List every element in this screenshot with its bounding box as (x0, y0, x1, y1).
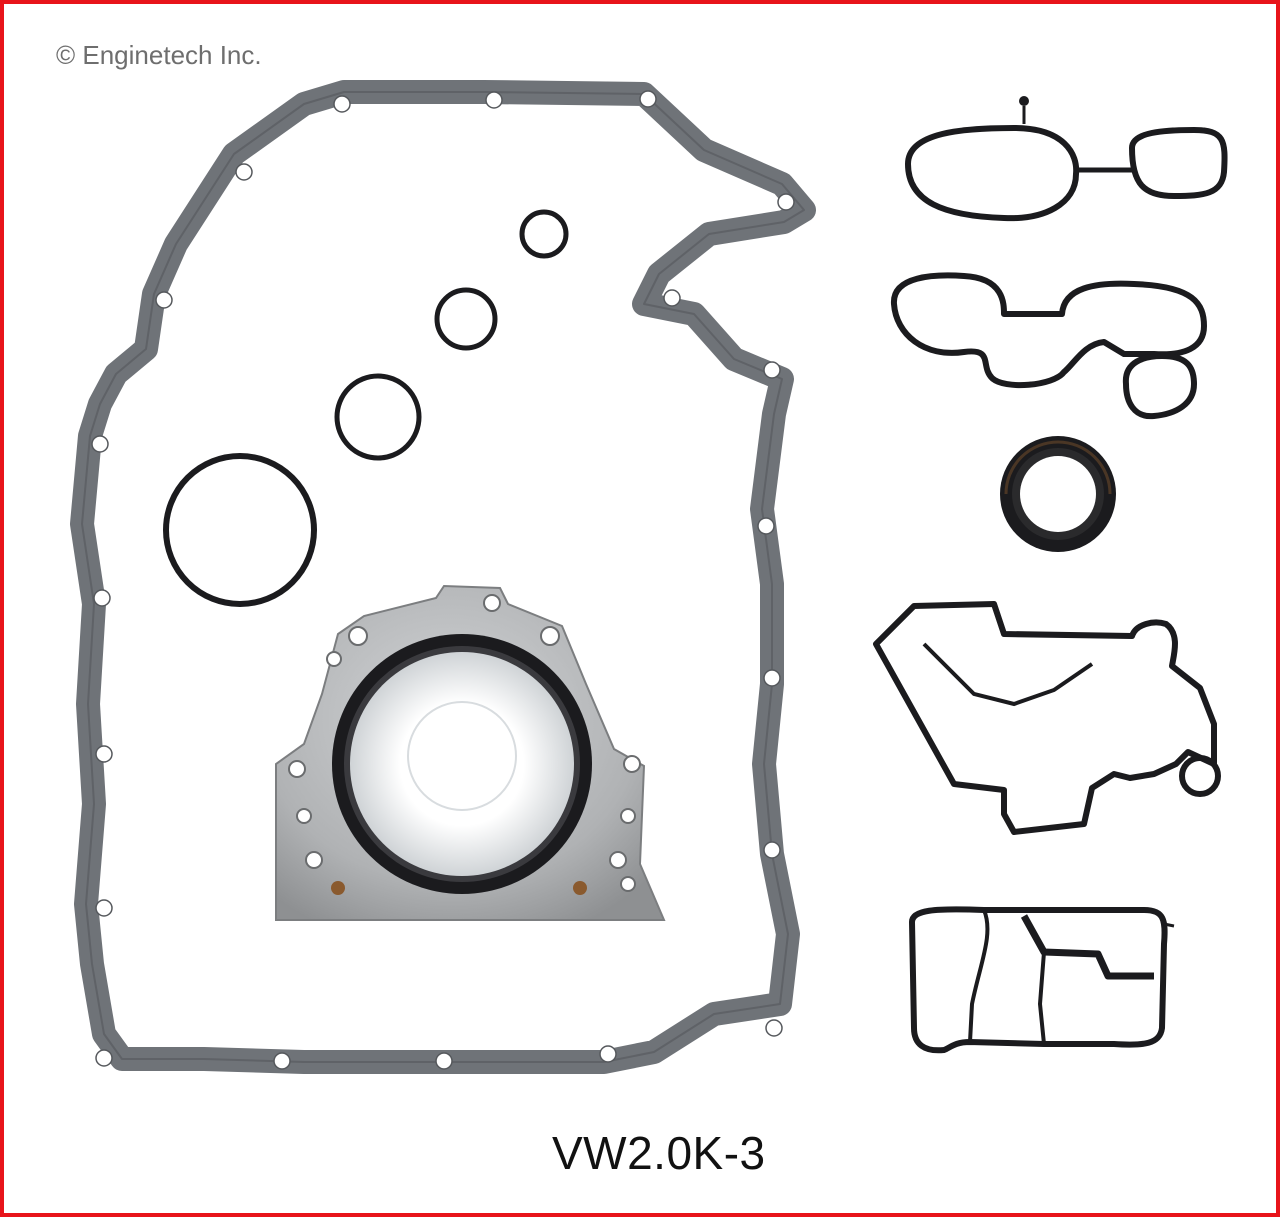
oil-cooler-gasket (891, 272, 1207, 420)
oil-filter-housing-gasket (905, 96, 1228, 222)
rear-main-seal-housing (275, 584, 666, 921)
o-ring-large (334, 373, 422, 461)
oil-pump-gasket (909, 906, 1175, 1054)
dowel-pin-right (573, 881, 587, 895)
seal-bore (407, 701, 517, 811)
o-ring-xlarge (163, 453, 317, 607)
front-crank-seal (1000, 436, 1116, 552)
oil-pan-gasket (70, 80, 816, 1074)
o-ring-medium (434, 287, 498, 351)
o-ring-small (519, 209, 569, 259)
copyright-text: © Enginetech Inc. (56, 40, 262, 70)
timing-cover-gasket (873, 601, 1221, 835)
gasket-kit-illustration (70, 80, 1228, 1074)
seal-housing-holes (288, 594, 641, 892)
bolt-holes (91, 90, 795, 1070)
dowel-pin-left (331, 881, 345, 895)
part-number-label: VW2.0K-3 (552, 1127, 766, 1179)
